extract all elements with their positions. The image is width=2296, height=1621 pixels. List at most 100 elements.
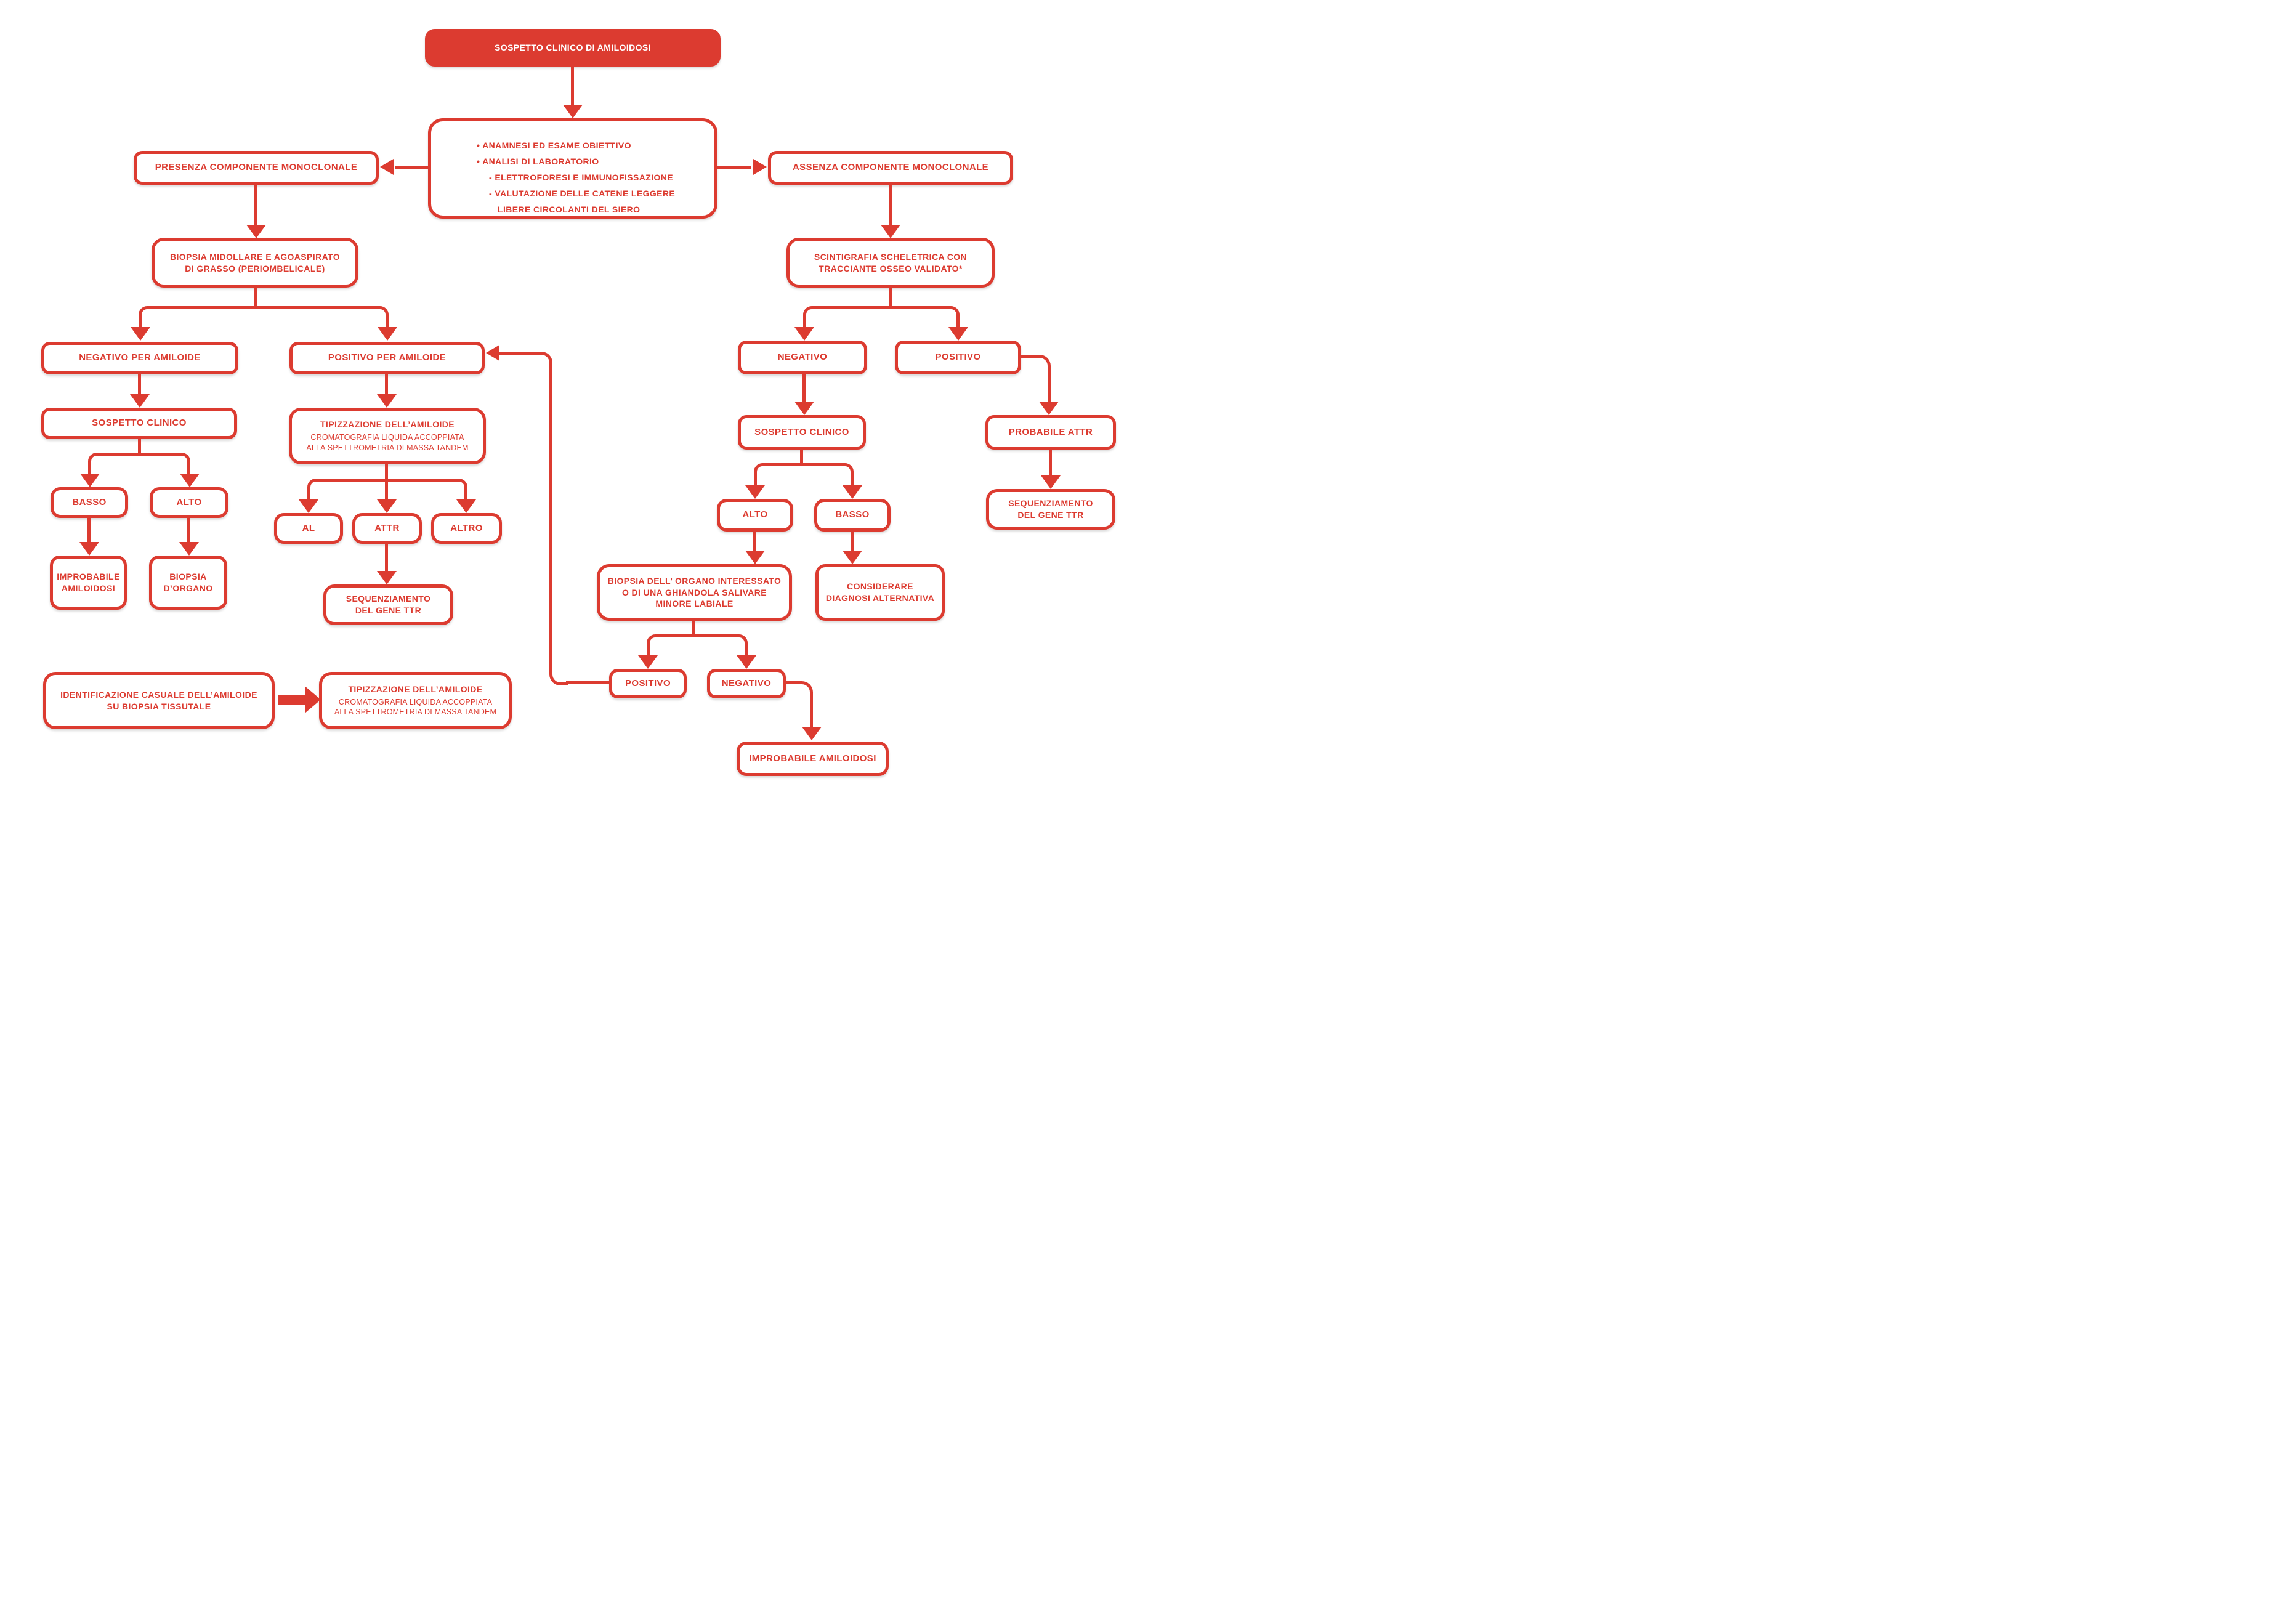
connector-alto-biopsia-organo: [187, 518, 190, 543]
connector-attr-sequenziamento: [385, 544, 388, 572]
connector-negativo-biopsia-h: [786, 681, 801, 684]
connector-sospetto-sx-bar: [88, 453, 190, 475]
node-sequenziamento-ttr-sx: SEQUENZIAMENTO DEL GENE TTR: [323, 584, 453, 625]
connector-biopsia-dx-bar: [647, 634, 748, 657]
connector-biopsia-split-stem: [254, 288, 257, 309]
arrowhead-negativo-dx-sospetto: [794, 402, 814, 415]
connector-biopsia-split-bar: [139, 306, 389, 328]
arrowhead-split-positivo-dx: [948, 327, 968, 341]
node-sospetto-clinico-sx: SOSPETTO CLINICO: [41, 408, 237, 439]
connector-sospetto-dx-bar: [754, 463, 854, 487]
connector-negativo-sospetto-sx: [138, 374, 141, 395]
connector-probabile-sequenziamento: [1049, 450, 1052, 476]
connector-positivo-dx-elbow: [1035, 355, 1051, 371]
arrowhead-basso-improbabile: [79, 542, 99, 556]
connector-positivo-dx-h: [1021, 355, 1038, 358]
node-sospetto-clinico-amiloidosi: SOSPETTO CLINICO DI AMILOIDOSI: [425, 29, 721, 67]
connector-workup-assenza: [718, 166, 751, 169]
arrowhead-attr-sequenziamento: [377, 571, 397, 584]
arrowhead-identificazione-tipizzazione: [305, 686, 321, 713]
connector-biopsia-dx-stem: [692, 621, 695, 637]
node-negativo-scintigrafia: NEGATIVO: [738, 341, 867, 374]
connector-sospetto-dx-stem: [800, 450, 803, 466]
connector-feedback-top: [498, 352, 538, 355]
connector-feedback-elbow-top: [534, 352, 552, 370]
connector-negativo-biopsia-v: [810, 696, 813, 728]
arrowhead-title-workup: [563, 105, 583, 118]
node-attr: ATTR: [352, 513, 422, 544]
arrowhead-split-basso-dx: [843, 485, 862, 499]
node-improbabile-amiloidosi-sx: IMPROBABILE AMILOIDOSI: [50, 556, 127, 610]
node-alto-sx: ALTO: [150, 487, 228, 518]
connector-feedback-vertical: [549, 368, 552, 670]
tipizzazione-subtitle: CROMATOGRAFIA LIQUIDA ACCOPPIATA ALLA SP…: [306, 433, 469, 452]
workup-line-5: LIBERE CIRCOLANTI DEL SIERO: [498, 204, 641, 214]
arrowhead-split-negativo-dx: [794, 327, 814, 341]
arrowhead-split-attr: [377, 499, 397, 513]
connector-title-workup: [571, 67, 574, 106]
arrowhead-feedback-positivo-amiloide: [486, 345, 499, 361]
connector-basso-dx-considerare: [851, 532, 854, 551]
arrowhead-basso-dx-considerare: [843, 551, 862, 564]
node-presenza-componente-monoclonale: PRESENZA COMPONENTE MONOCLONALE: [134, 151, 379, 185]
arrowhead-probabile-attr: [1039, 402, 1059, 415]
node-workup: • ANAMNESI ED ESAME OBIETTIVO • ANALISI …: [428, 118, 718, 219]
tipizzazione2-title: TIPIZZAZIONE DELL’AMILOIDE: [348, 684, 483, 694]
workup-line-4: - VALUTAZIONE DELLE CATENE LEGGERE: [489, 188, 676, 198]
node-altro: ALTRO: [431, 513, 502, 544]
connector-negativo-biopsia-elbow: [797, 681, 813, 697]
arrowhead-split-negativo-biopsia: [737, 655, 756, 669]
node-negativo-per-amiloide: NEGATIVO PER AMILOIDE: [41, 342, 238, 374]
connector-negativo-dx-sospetto: [802, 374, 806, 402]
tipizzazione-title: TIPIZZAZIONE DELL’AMILOIDE: [320, 419, 455, 430]
arrowhead-probabile-sequenziamento: [1041, 475, 1061, 489]
arrowhead-workup-assenza: [753, 159, 767, 175]
node-alto-dx: ALTO: [717, 499, 793, 532]
connector-feedback-elbow-bottom: [549, 667, 568, 685]
arrowhead-split-alto-dx: [745, 485, 765, 499]
node-sequenziamento-ttr-dx: SEQUENZIAMENTO DEL GENE TTR: [986, 489, 1115, 530]
connector-sospetto-sx-stem: [138, 439, 141, 455]
connector-positivo-tipizzazione: [385, 374, 388, 395]
arrowhead-split-alto-sx: [180, 474, 200, 487]
arrowhead-split-positivo-amiloide: [378, 327, 397, 341]
connector-alto-dx-biopsia: [753, 532, 756, 551]
node-sospetto-clinico-dx: SOSPETTO CLINICO: [738, 415, 866, 450]
workup-line-3: - ELETTROFORESI E IMMUNOFISSAZIONE: [489, 172, 674, 182]
arrowhead-alto-biopsia-organo: [179, 542, 199, 556]
node-tipizzazione-amiloide-2: TIPIZZAZIONE DELL’AMILOIDE CROMATOGRAFIA…: [319, 672, 512, 729]
node-positivo-per-amiloide: POSITIVO PER AMILOIDE: [289, 342, 485, 374]
connector-identificazione-shaft: [278, 695, 306, 705]
connector-feedback-bottom: [566, 681, 609, 684]
workup-line-1: • ANAMNESI ED ESAME OBIETTIVO: [477, 140, 631, 150]
arrowhead-negativo-sospetto-sx: [130, 394, 150, 408]
arrowhead-presenza-biopsia: [246, 225, 266, 238]
node-basso-dx: BASSO: [814, 499, 891, 532]
node-improbabile-amiloidosi-dx: IMPROBABILE AMILOIDOSI: [737, 742, 889, 776]
connector-tipizzazione-stem: [385, 464, 388, 501]
arrowhead-split-al: [299, 499, 318, 513]
connector-scintigrafia-stem: [889, 288, 892, 309]
node-biopsia-organo-sx: BIOPSIA D’ORGANO: [149, 556, 227, 610]
arrowhead-assenza-scintigrafia: [881, 225, 900, 238]
arrowhead-alto-dx-biopsia: [745, 551, 765, 564]
node-probabile-attr: PROBABILE ATTR: [985, 415, 1116, 450]
connector-scintigrafia-bar: [803, 306, 960, 328]
tipizzazione2-subtitle: CROMATOGRAFIA LIQUIDA ACCOPPIATA ALLA SP…: [334, 697, 497, 717]
node-scintigrafia-scheletrica: SCINTIGRAFIA SCHELETRICA CON TRACCIANTE …: [786, 238, 995, 288]
connector-workup-presenza: [395, 166, 428, 169]
node-assenza-componente-monoclonale: ASSENZA COMPONENTE MONOCLONALE: [768, 151, 1013, 185]
workup-line-2: • ANALISI DI LABORATORIO: [477, 156, 599, 166]
arrowhead-workup-presenza: [380, 159, 394, 175]
arrowhead-split-positivo-biopsia: [638, 655, 658, 669]
node-biopsia-organo-dx: BIOPSIA DELL’ ORGANO INTERESSATO O DI UN…: [597, 564, 792, 621]
flowchart-canvas: SOSPETTO CLINICO DI AMILOIDOSI • ANAMNES…: [0, 0, 1148, 810]
connector-basso-improbabile: [87, 518, 91, 543]
node-al: AL: [274, 513, 343, 544]
node-positivo-biopsia: POSITIVO: [609, 669, 687, 698]
connector-positivo-dx-v: [1048, 370, 1051, 403]
node-considerare-diagnosi: CONSIDERARE DIAGNOSI ALTERNATIVA: [815, 564, 945, 621]
arrowhead-split-negativo-amiloide: [131, 327, 150, 341]
node-identificazione-casuale: IDENTIFICAZIONE CASUALE DELL’AMILOIDE SU…: [43, 672, 275, 729]
arrowhead-split-basso-sx: [80, 474, 100, 487]
